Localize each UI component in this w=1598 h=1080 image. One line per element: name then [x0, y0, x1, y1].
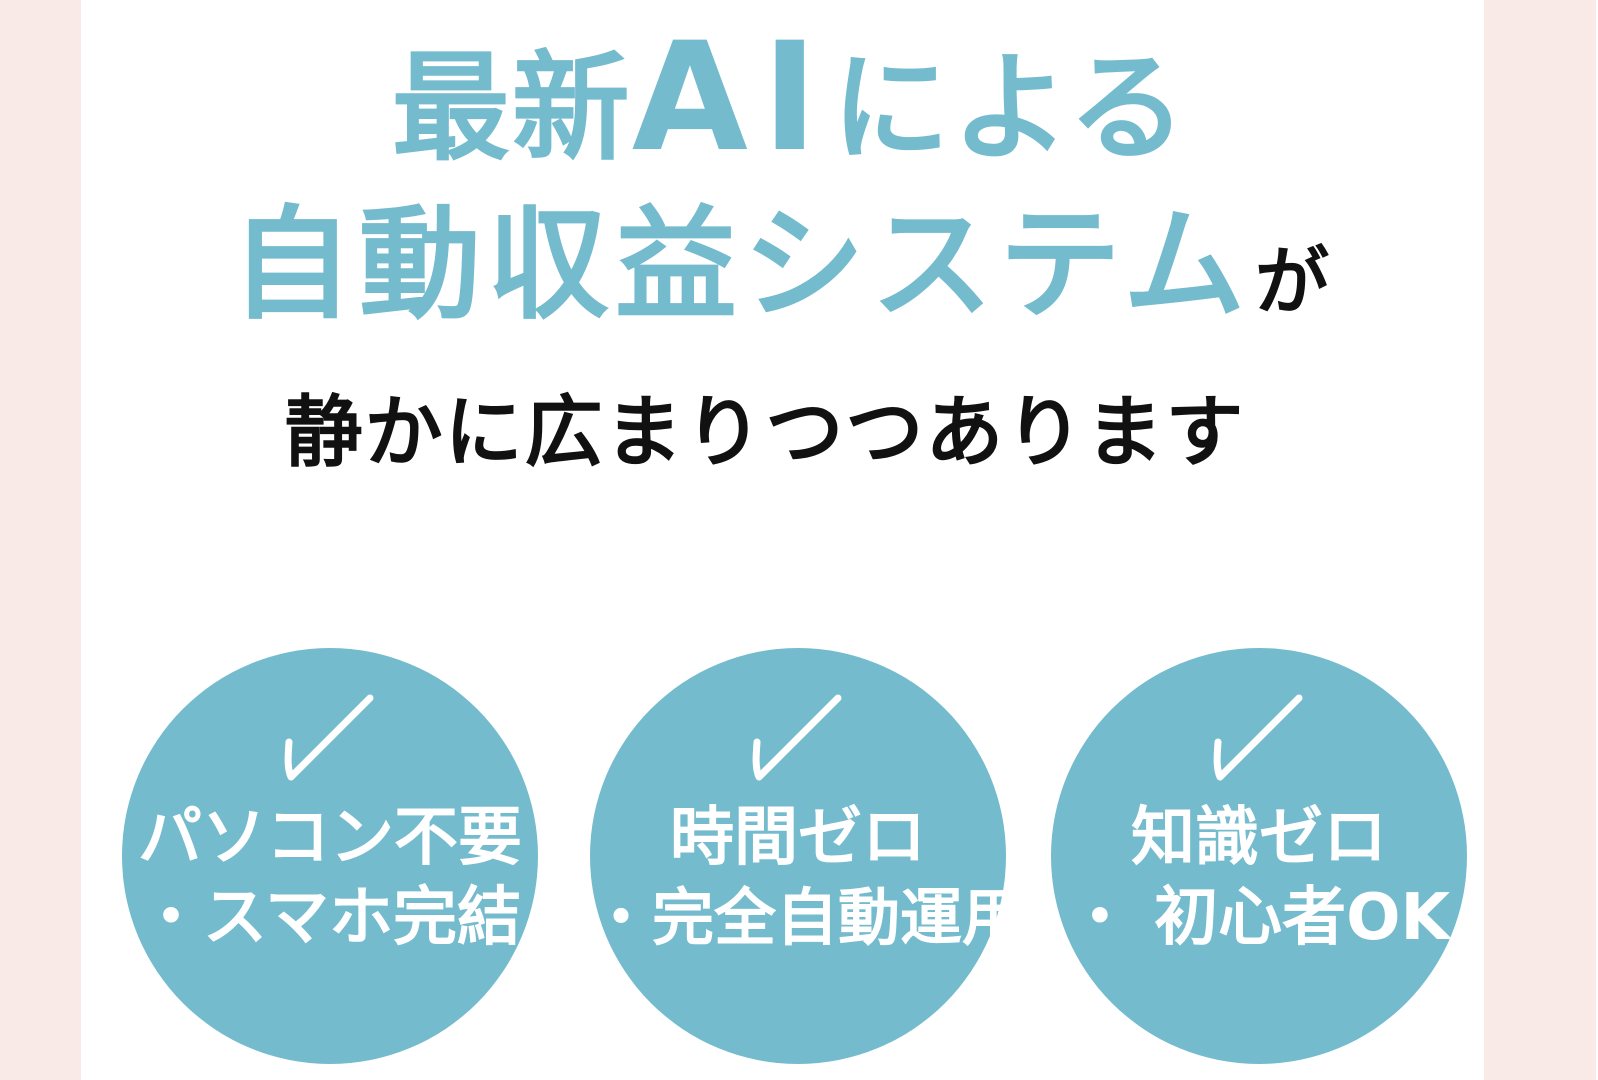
headline-subtitle: 静かに広まりつつあります: [284, 388, 1246, 478]
feature-badge-zero-knowledge: 知識ゼロ ・ 初心者OK: [1051, 648, 1467, 1064]
headline-suffix: による: [831, 39, 1189, 177]
headline-system-text: 自動収益システム: [230, 194, 1252, 336]
right-side-margin: [1484, 0, 1596, 1080]
badge-subtitle: ・ 初心者OK: [1067, 881, 1451, 955]
badge-title: パソコン不要: [138, 801, 522, 875]
feature-badge-no-pc: パソコン不要 ・スマホ完結: [122, 648, 538, 1064]
headline-ai: AI: [631, 11, 832, 185]
checkmark-icon: [284, 694, 374, 781]
headline-line-2: 自動収益システムが: [0, 190, 1560, 377]
headline-prefix: 最新: [391, 39, 632, 177]
badge-title: 知識ゼロ: [1131, 801, 1387, 875]
feature-badge-zero-time: 時間ゼロ ・完全自動運用: [590, 648, 1025, 1064]
badge-subtitle: ・完全自動運用: [590, 881, 1025, 954]
headline-line-1: 最新AIによる: [0, 23, 1580, 178]
checkmark-icon: [752, 694, 842, 781]
badge-subtitle: ・スマホ完結: [138, 881, 522, 955]
left-side-margin: [0, 0, 81, 1080]
badge-title: 時間ゼロ: [670, 801, 926, 875]
checkmark-icon: [1213, 694, 1303, 781]
headline-particle: が: [1255, 239, 1330, 325]
